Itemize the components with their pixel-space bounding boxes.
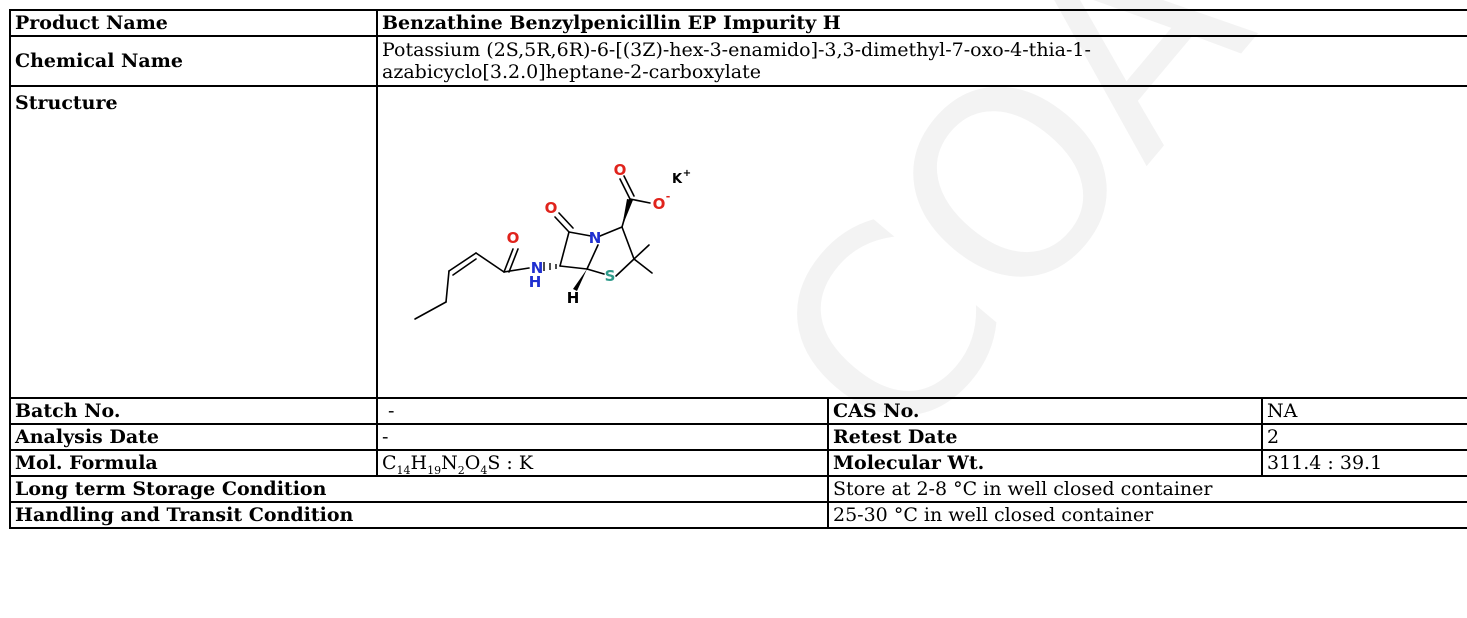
atom-n-ring: N (589, 229, 602, 247)
batch-value-text: - (388, 400, 395, 422)
atom-o-amide: O (507, 229, 520, 247)
coa-table: Product Name Benzathine Benzylpenicillin… (9, 9, 1467, 529)
chemical-name-line1: Potassium (2S,5R,6R)-6-[(3Z)-hex-3-enami… (382, 39, 1091, 61)
handling-value: 25-30 °C in well closed container (826, 501, 1467, 529)
analysis-date-label: Analysis Date (9, 423, 378, 451)
formula-label: Mol. Formula (9, 449, 378, 477)
formula-row: Mol. Formula C14H19N2O4S : K Molecular W… (9, 449, 1467, 477)
product-name-row: Product Name Benzathine Benzylpenicillin… (9, 9, 1467, 37)
analysis-row: Analysis Date - Retest Date 2 (9, 423, 1467, 451)
atom-n-amide: N (531, 259, 544, 277)
atom-o-minus: O (653, 195, 666, 213)
batch-value: - (376, 397, 829, 425)
handling-row: Handling and Transit Condition 25-30 °C … (9, 501, 1467, 529)
formula-c: C (382, 452, 397, 474)
structure-cell: O O O O - N N H H S K + (375, 85, 1467, 399)
formula-h-count: 19 (427, 463, 442, 477)
mw-label: Molecular Wt. (827, 449, 1263, 477)
product-name-value: Benzathine Benzylpenicillin EP Impurity … (375, 9, 1467, 37)
analysis-date-value: - (376, 423, 829, 451)
formula-tail: S : K (487, 452, 534, 474)
atom-minus: - (666, 190, 671, 203)
chemical-name-row: Chemical Name Potassium (2S,5R,6R)-6-[(3… (9, 35, 1467, 87)
retest-date-label: Retest Date (827, 423, 1263, 451)
formula-n-count: 2 (457, 463, 465, 477)
atom-k: K (672, 172, 683, 187)
chemical-name-label: Chemical Name (9, 35, 378, 87)
atom-o-acid: O (614, 161, 627, 179)
chemical-name-line2: azabicyclo[3.2.0]heptane-2-carboxylate (382, 61, 762, 83)
batch-row: Batch No. - CAS No. NA (9, 397, 1467, 425)
atom-o-lactam: O (545, 199, 558, 217)
storage-row: Long term Storage Condition Store at 2-8… (9, 475, 1467, 503)
formula-o: O (464, 452, 481, 474)
atom-s: S (605, 267, 616, 285)
chemical-structure-image: O O O O - N N H H S K + (414, 161, 691, 320)
formula-h: H (410, 452, 428, 474)
cas-label: CAS No. (827, 397, 1263, 425)
formula-o-count: 4 (480, 463, 488, 477)
structure-row: Structure (9, 85, 1467, 399)
batch-label: Batch No. (9, 397, 378, 425)
cas-value: NA (1260, 397, 1467, 425)
formula-n: N (441, 452, 458, 474)
storage-label: Long term Storage Condition (9, 475, 829, 503)
structure-label: Structure (9, 85, 378, 399)
atom-h-stereo: H (567, 289, 580, 307)
formula-value: C14H19N2O4S : K (376, 449, 829, 477)
retest-date-value: 2 (1260, 423, 1467, 451)
atom-k-plus: + (683, 168, 691, 179)
storage-value: Store at 2-8 °C in well closed container (826, 475, 1467, 503)
atom-h-amide: H (529, 273, 542, 291)
chemical-name-value: Potassium (2S,5R,6R)-6-[(3Z)-hex-3-enami… (375, 35, 1467, 87)
product-name-label: Product Name (9, 9, 378, 37)
handling-label: Handling and Transit Condition (9, 501, 829, 529)
mw-value: 311.4 : 39.1 (1260, 449, 1467, 477)
formula-c-count: 14 (396, 463, 411, 477)
